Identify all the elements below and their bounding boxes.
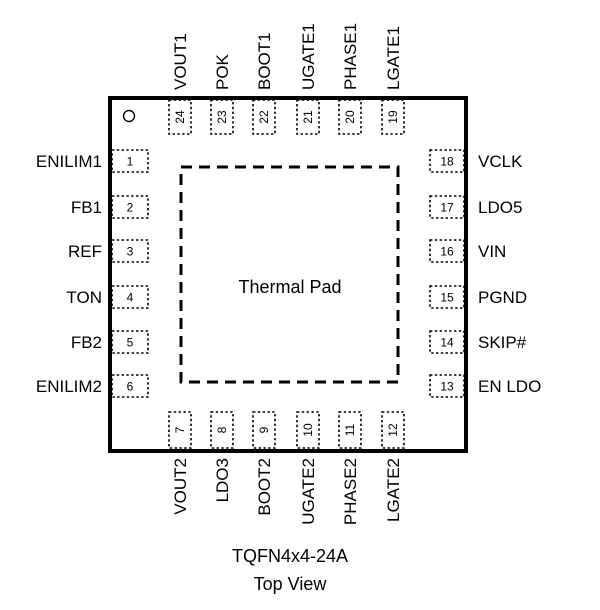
pin-pad bbox=[252, 99, 276, 135]
pin-pad bbox=[111, 330, 149, 354]
pin-pad bbox=[111, 374, 149, 398]
pin-number: 17 bbox=[440, 201, 454, 215]
pin-number: 13 bbox=[440, 380, 454, 394]
pin-pad bbox=[111, 195, 149, 219]
pin-label: PGND bbox=[478, 288, 527, 307]
pin-pad bbox=[210, 99, 234, 135]
thermal-pad-label: Thermal Pad bbox=[238, 277, 341, 297]
pin-pad bbox=[111, 239, 149, 263]
pin-label: TON bbox=[66, 288, 102, 307]
pin-label: VOUT1 bbox=[171, 33, 190, 90]
pin-label: BOOT2 bbox=[255, 458, 274, 516]
pin-label: LDO3 bbox=[213, 458, 232, 502]
pin-label: LGATE2 bbox=[384, 458, 403, 522]
pin-label: UGATE2 bbox=[299, 458, 318, 525]
pin-label: REF bbox=[68, 242, 102, 261]
pin-number: 12 bbox=[386, 423, 400, 437]
pin-number: 2 bbox=[127, 201, 134, 215]
pin-label: ENILIM2 bbox=[36, 377, 102, 396]
pin-label: VIN bbox=[478, 242, 506, 261]
pin-number: 4 bbox=[127, 291, 134, 305]
package-name: TQFN4x4-24A bbox=[232, 546, 348, 566]
pin-number: 14 bbox=[440, 336, 454, 350]
pin-pad bbox=[111, 149, 149, 173]
pin-pad bbox=[338, 99, 362, 135]
pin-pad bbox=[381, 411, 405, 449]
pin-label: VOUT2 bbox=[171, 458, 190, 515]
pin-label: LGATE1 bbox=[384, 26, 403, 90]
pin-label: UGATE1 bbox=[299, 23, 318, 90]
thermal-pad-outline bbox=[179, 165, 400, 384]
pin-number: 15 bbox=[440, 291, 454, 305]
pin-pad bbox=[429, 285, 465, 309]
pin-number: 11 bbox=[343, 423, 357, 436]
pin-number: 24 bbox=[173, 110, 187, 124]
pin1-marker bbox=[122, 109, 136, 123]
pin-number: 9 bbox=[257, 426, 271, 433]
pin-group: 1 ENILIM1 2 FB1 3 REF 4 TON 5 FB2 6 ENILIM2 13 EN LDO… bbox=[36, 23, 541, 525]
pin-number: 5 bbox=[127, 336, 134, 350]
pin-pad bbox=[429, 195, 465, 219]
pin-label: EN LDO bbox=[478, 377, 541, 396]
pin-number: 16 bbox=[440, 245, 454, 259]
pin-number: 8 bbox=[215, 426, 229, 433]
pin-number: 18 bbox=[440, 155, 454, 169]
pin-label: VCLK bbox=[478, 152, 523, 171]
pin-number: 1 bbox=[127, 155, 134, 169]
pin-pad bbox=[429, 149, 465, 173]
pin-number: 20 bbox=[343, 110, 357, 124]
pin-pad bbox=[252, 411, 276, 449]
pin-number: 7 bbox=[173, 426, 187, 433]
pin-pad bbox=[168, 99, 192, 135]
pin-pad bbox=[429, 374, 465, 398]
pin-number: 19 bbox=[386, 110, 400, 124]
pin-number: 6 bbox=[127, 380, 134, 394]
pin-label: PHASE1 bbox=[341, 23, 360, 90]
pin-pad bbox=[111, 285, 149, 309]
pin-label: FB2 bbox=[71, 333, 102, 352]
pin-number: 22 bbox=[257, 110, 271, 124]
pin-label: POK bbox=[213, 53, 232, 90]
pin-label: SKIP# bbox=[478, 333, 527, 352]
pin-pad bbox=[381, 99, 405, 135]
pin-label: PHASE2 bbox=[341, 458, 360, 525]
pin-number: 23 bbox=[215, 110, 229, 124]
pin-number: 3 bbox=[127, 245, 134, 259]
pin-number: 21 bbox=[301, 110, 315, 124]
pin-pad bbox=[296, 99, 320, 135]
pin-pad bbox=[296, 411, 320, 449]
view-label: Top View bbox=[254, 574, 328, 594]
pin-pad bbox=[338, 411, 362, 449]
pin-label: FB1 bbox=[71, 198, 102, 217]
pin-label: ENILIM1 bbox=[36, 152, 102, 171]
pin-pad bbox=[168, 411, 192, 449]
pin-label: LDO5 bbox=[478, 198, 522, 217]
pin-number: 10 bbox=[301, 423, 315, 437]
pin-pad bbox=[429, 330, 465, 354]
pin-pad bbox=[210, 411, 234, 449]
package-body bbox=[108, 96, 468, 453]
pin-pad bbox=[429, 239, 465, 263]
pin-label: BOOT1 bbox=[255, 32, 274, 90]
